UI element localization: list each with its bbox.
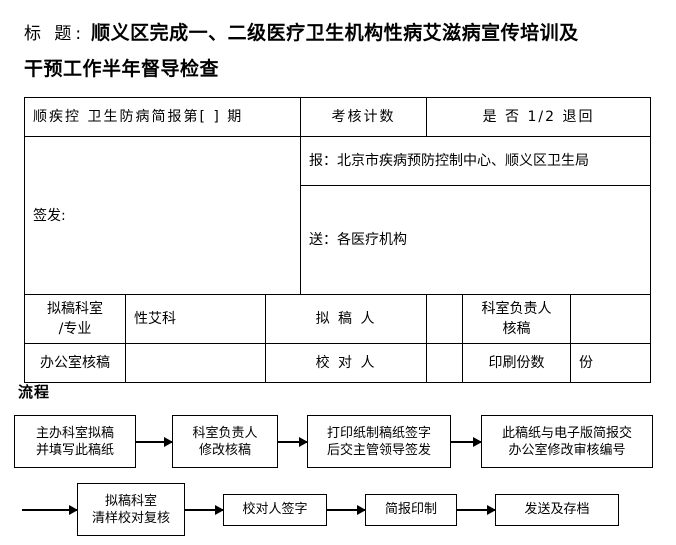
print-count-unit[interactable]: 份 [570,343,652,383]
flow-step-8-line1: 发送及存档 [524,502,590,517]
document-title-block: 标 题: 顺义区完成一、二级医疗卫生机构性病艾滋病宣传培训及 干预工作半年督导检… [24,16,652,87]
proofreader-label: 校 对 人 [264,343,428,383]
assessment-options-cell[interactable]: 是 否 1/2 退回 [426,97,652,137]
flow-arrow-7 [457,504,496,515]
flow-arrow-1 [136,436,173,447]
bulletin-number-cell[interactable]: 顺疾控 卫生防病简报第[ ] 期 [23,97,302,137]
flow-step-4[interactable]: 此稿纸与电子版简报交 办公室修改审核编号 [481,415,653,468]
table-row: 签发: 报：北京市疾病预防控制中心、顺义区卫生局 [23,136,652,295]
table-row: 办公室核稿 校 对 人 印刷份数 份 [24,343,652,383]
table-row: 送：各医疗机构 [25,185,652,295]
bulletin-form-table: 顺疾控 卫生防病简报第[ ] 期 考核计数 是 否 1/2 退回 签发: 报：北… [23,97,652,383]
flow-step-1[interactable]: 主办科室拟稿 并填写此稿纸 [14,415,136,468]
assessment-count-label: 考核计数 [300,97,428,137]
page-title-continued: 干预工作半年督导检查 [24,58,220,80]
flow-step-2[interactable]: 科室负责人 修改核稿 [172,415,278,468]
flow-step-6-line1: 校对人签字 [242,502,308,517]
flow-step-1-line2: 并填写此稿纸 [35,442,114,458]
draft-dept-value[interactable]: 性艾科 [125,294,266,344]
drafter-value[interactable] [426,294,464,344]
page-title: 顺义区完成一、二级医疗卫生机构性病艾滋病宣传培训及 [91,22,579,44]
flow-step-4-line1: 此稿纸与电子版简报交 [501,425,632,441]
send-to-cell: 送：各医疗机构 [300,185,652,295]
flow-diagram: 主办科室拟稿 并填写此稿纸 科室负责人 修改核稿 打印纸制稿纸签字 后交主管领导… [0,405,676,545]
flow-step-7[interactable]: 简报印制 [365,493,457,526]
flow-step-1-line1: 主办科室拟稿 [35,425,114,441]
table-row: 顺疾控 卫生防病简报第[ ] 期 考核计数 是 否 1/2 退回 [23,97,652,137]
flow-step-2-line2: 修改核稿 [198,442,251,458]
office-review-label: 办公室核稿 [24,343,126,383]
issuer-cell[interactable]: 签发: [23,136,302,295]
flow-step-2-line1: 科室负责人 [192,425,258,441]
flow-row-1: 主办科室拟稿 并填写此稿纸 科室负责人 修改核稿 打印纸制稿纸签字 后交主管领导… [0,415,676,468]
flow-arrow-4 [22,504,78,515]
flow-row-2: 拟稿科室 清样校对复核 校对人签字 简报印制 发送及存档 [0,483,676,536]
report-to-cell: 报：北京市疾病预防控制中心、顺义区卫生局 [300,136,652,186]
flow-step-3[interactable]: 打印纸制稿纸签字 后交主管领导签发 [307,415,451,468]
flow-step-6[interactable]: 校对人签字 [223,493,327,526]
dept-head-review-value[interactable] [570,294,652,344]
flow-arrow-6 [327,504,366,515]
flow-step-8[interactable]: 发送及存档 [495,493,619,526]
draft-dept-label-line2: /专业 [58,321,92,337]
flow-step-5-line2: 清样校对复核 [91,510,170,526]
print-count-label: 印刷份数 [462,343,572,383]
flow-step-7-line1: 简报印制 [384,502,437,517]
flow-arrow-5 [185,504,224,515]
draft-dept-label: 拟稿科室 /专业 [24,294,126,344]
flow-arrow-2 [278,436,308,447]
flow-step-3-line1: 打印纸制稿纸签字 [326,425,431,441]
flow-step-4-line2: 办公室修改审核编号 [508,442,626,458]
flow-section-heading: 流程 [18,383,51,401]
dept-head-review-line2: 核稿 [502,321,531,337]
proofreader-value[interactable] [426,343,464,383]
dept-head-review-line1: 科室负责人 [481,301,552,317]
flow-step-3-line2: 后交主管领导签发 [326,442,431,458]
title-label: 标 题: [24,24,86,44]
drafter-label: 拟 稿 人 [264,294,428,344]
draft-dept-label-line1: 拟稿科室 [47,301,103,317]
flow-arrow-3 [451,436,482,447]
dept-head-review-label: 科室负责人 核稿 [462,294,572,344]
flow-step-5[interactable]: 拟稿科室 清样校对复核 [77,483,185,536]
title-first-line: 标 题: 顺义区完成一、二级医疗卫生机构性病艾滋病宣传培训及 [24,16,652,51]
table-row: 拟稿科室 /专业 性艾科 拟 稿 人 科室负责人 核稿 [24,294,652,344]
flow-step-5-line1: 拟稿科室 [104,493,157,509]
office-review-value[interactable] [125,343,266,383]
